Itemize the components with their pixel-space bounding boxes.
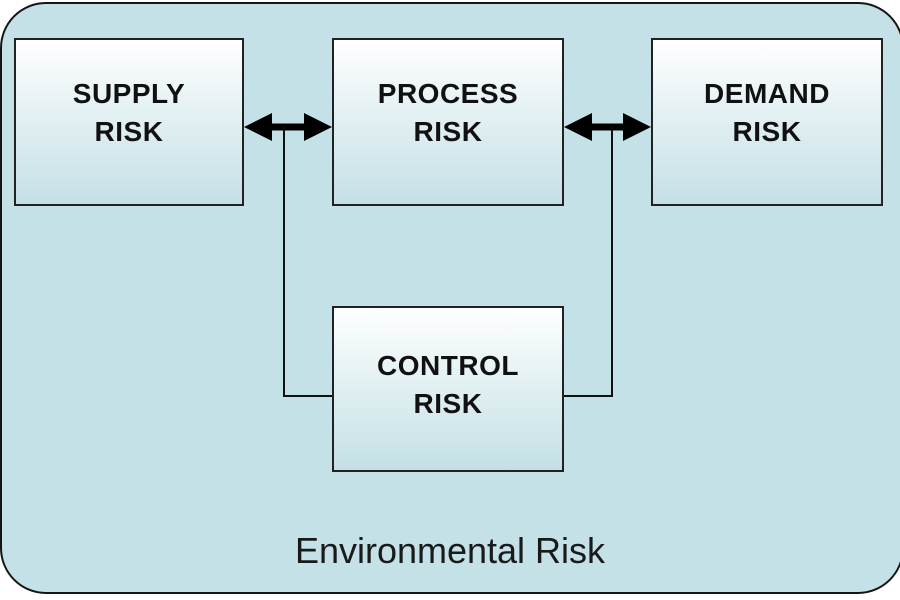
control-risk-label-line2: RISK <box>413 388 483 419</box>
control-risk-box: CONTROL RISK <box>332 306 564 472</box>
demand-risk-label-line2: RISK <box>732 116 802 147</box>
demand-risk-box: DEMAND RISK <box>651 38 883 206</box>
supply-risk-label-line2: RISK <box>94 116 164 147</box>
process-risk-label-line2: RISK <box>413 116 483 147</box>
process-risk-box: PROCESS RISK <box>332 38 564 206</box>
environmental-risk-label: Environmental Risk <box>294 530 606 571</box>
demand-risk-label-line1: DEMAND <box>704 78 830 109</box>
supply-risk-label-line1: SUPPLY <box>72 78 186 109</box>
process-risk-label-line1: PROCESS <box>377 78 519 109</box>
supply-risk-box: SUPPLY RISK <box>14 38 244 206</box>
control-risk-label-line1: CONTROL <box>377 350 519 381</box>
